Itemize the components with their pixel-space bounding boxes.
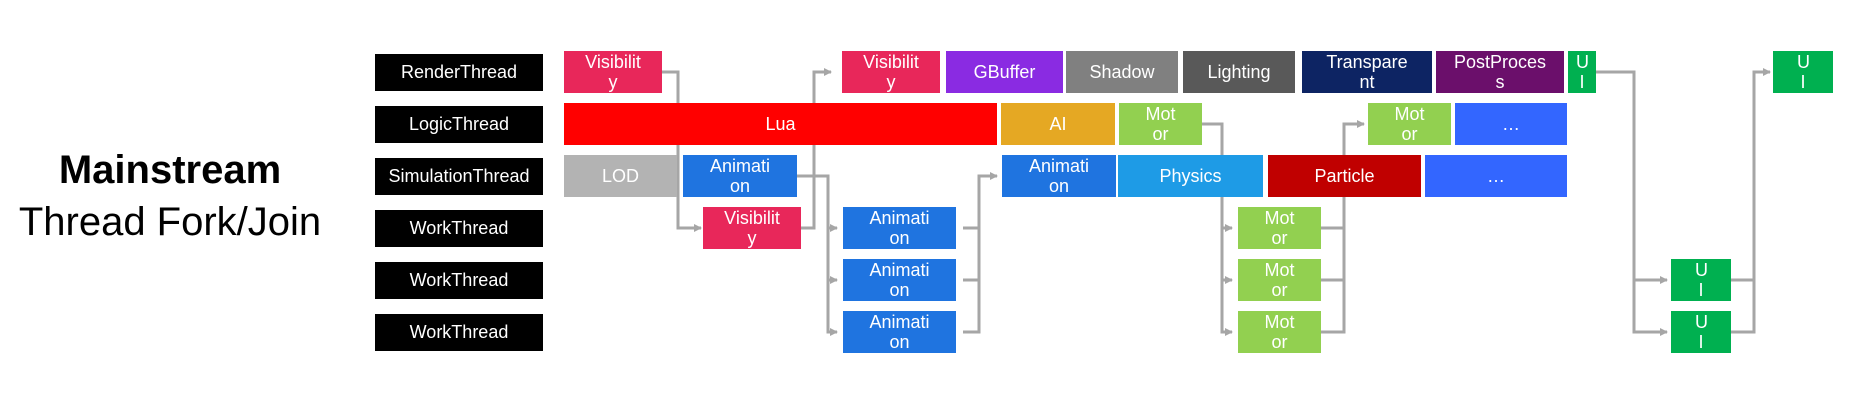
arrow bbox=[662, 70, 702, 232]
task-gbuffer: GBuffer bbox=[946, 51, 1063, 93]
diagram-subtitle: Thread Fork/Join bbox=[18, 200, 322, 244]
task-logic-more: … bbox=[1455, 103, 1567, 145]
diagram-title: Mainstream bbox=[58, 148, 282, 192]
arrow bbox=[1596, 70, 1668, 284]
task-shadow: Shadow bbox=[1066, 51, 1178, 93]
task-logic-motor: Motor bbox=[1119, 103, 1202, 145]
thread-label-logic: LogicThread bbox=[375, 106, 543, 143]
thread-label-work-3: WorkThread bbox=[375, 314, 543, 351]
task-work2-motor: Motor bbox=[1238, 259, 1321, 301]
task-lighting: Lighting bbox=[1183, 51, 1295, 93]
task-postprocess: PostProcess bbox=[1436, 51, 1564, 93]
arrow bbox=[1202, 122, 1233, 336]
arrow bbox=[801, 68, 832, 230]
task-lua: Lua bbox=[564, 103, 997, 145]
thread-label-work-1: WorkThread bbox=[375, 210, 543, 247]
task-work3-animation: Animation bbox=[843, 311, 956, 353]
arrow bbox=[1321, 124, 1346, 282]
arrow bbox=[963, 176, 981, 334]
task-particle: Particle bbox=[1268, 155, 1421, 197]
task-work2-animation: Animation bbox=[843, 259, 956, 301]
task-render-ui: UI bbox=[1568, 51, 1596, 93]
task-work3-motor: Motor bbox=[1238, 311, 1321, 353]
task-sim-animation: Animation bbox=[683, 155, 797, 197]
thread-label-work-2: WorkThread bbox=[375, 262, 543, 299]
task-sim-animation-2: Animation bbox=[1002, 155, 1116, 197]
arrow bbox=[1731, 72, 1756, 334]
arrow bbox=[797, 174, 838, 232]
task-work1-animation: Animation bbox=[843, 207, 956, 249]
task-physics: Physics bbox=[1118, 155, 1263, 197]
task-logic-motor-2: Motor bbox=[1368, 103, 1451, 145]
task-work2-ui: UI bbox=[1671, 259, 1731, 301]
task-work-visibility: Visibility bbox=[703, 207, 801, 249]
task-work3-ui: UI bbox=[1671, 311, 1731, 353]
task-sim-more: … bbox=[1425, 155, 1567, 197]
task-lod: LOD bbox=[564, 155, 677, 197]
task-ai: AI bbox=[1001, 103, 1115, 145]
arrow bbox=[1632, 280, 1668, 336]
task-render-visibility-2: Visibility bbox=[842, 51, 940, 93]
thread-label-render: RenderThread bbox=[375, 54, 543, 91]
arrow bbox=[1731, 68, 1771, 282]
arrow bbox=[797, 174, 838, 336]
task-render-visibility: Visibility bbox=[564, 51, 662, 93]
thread-label-simulation: SimulationThread bbox=[375, 158, 543, 195]
task-transparent: Transparent bbox=[1302, 51, 1432, 93]
arrow bbox=[1202, 122, 1233, 284]
task-work1-motor: Motor bbox=[1238, 207, 1321, 249]
task-render-ui-2: UI bbox=[1773, 51, 1833, 93]
